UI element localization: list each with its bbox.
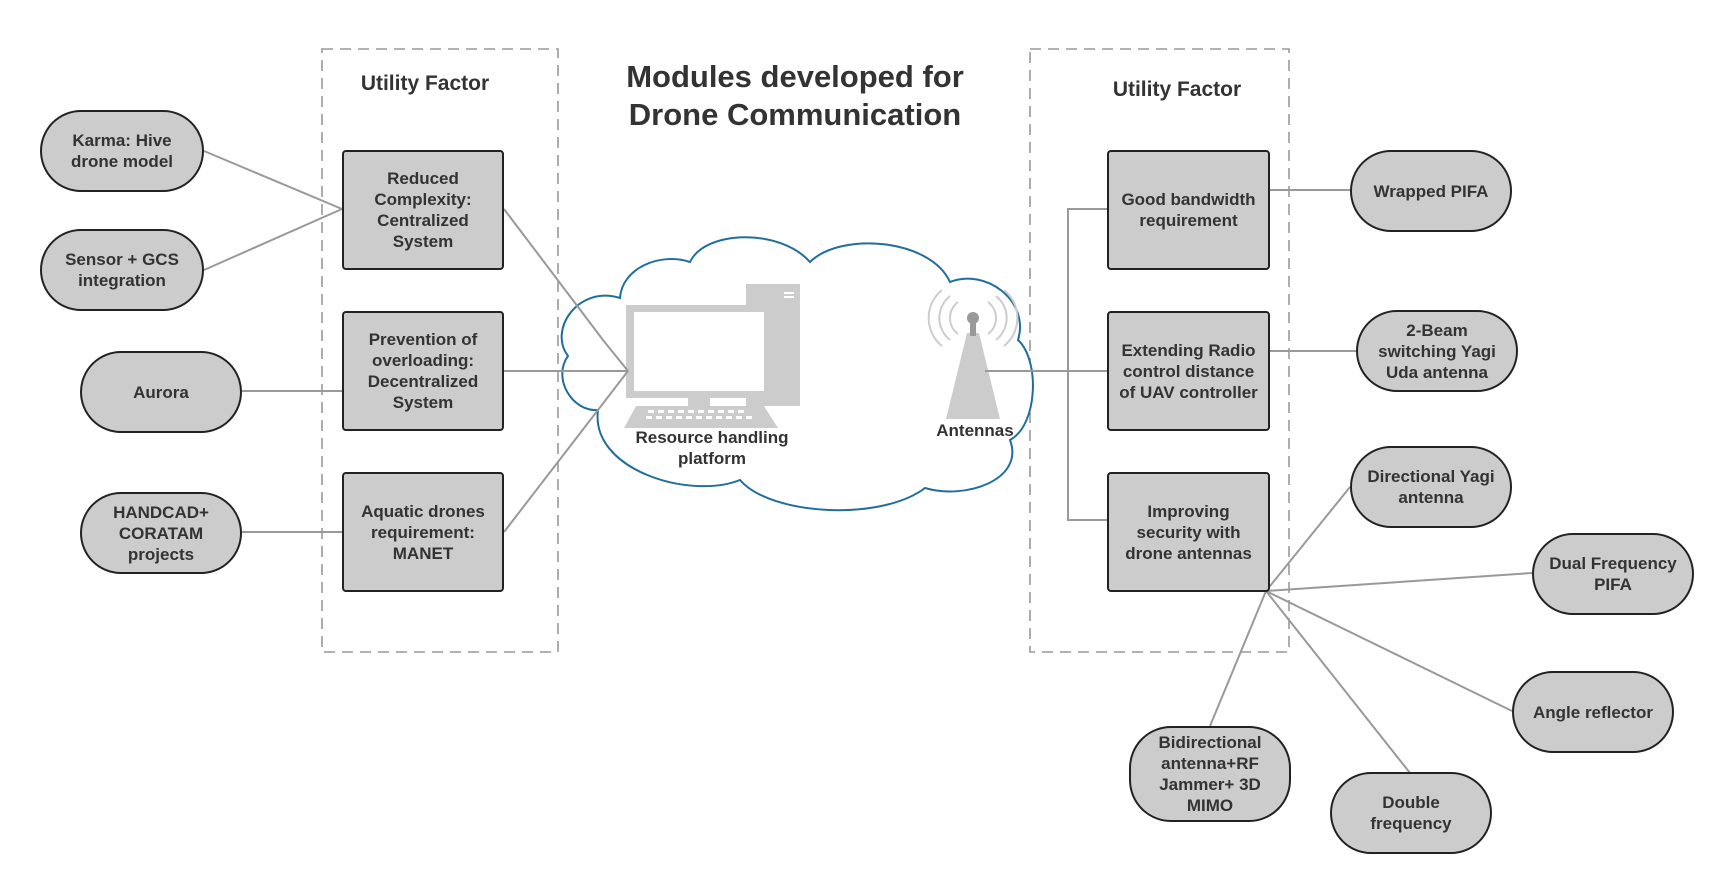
connector-security-to-double-frequency	[1265, 590, 1411, 774]
project-handcad-coratam[interactable]: HANDCAD+ CORATAM projects	[80, 492, 242, 574]
factor-good-bandwidth[interactable]: Good bandwidth requirement	[1107, 150, 1270, 270]
antennas-label: Antennas	[936, 421, 1014, 440]
connector-platform-link	[602, 339, 629, 372]
diagram-title: Modules developed for Drone Communicatio…	[626, 59, 964, 132]
computer-icon	[624, 284, 800, 428]
antenna-bidirectional-rf-jammer-mimo[interactable]: Bidirectional antenna+RF Jammer+ 3D MIMO	[1129, 726, 1291, 822]
factor-prevention-of-overloading[interactable]: Prevention of overloading: Decentralized…	[342, 311, 504, 431]
factor-aquatic-drones[interactable]: Aquatic drones requirement: MANET	[342, 472, 504, 592]
project-aurora[interactable]: Aurora	[80, 351, 242, 433]
right-utility-factor-label: Utility Factor	[1112, 78, 1242, 101]
connector-security-to-angle-reflector	[1265, 590, 1513, 712]
connector-security-to-dual-frequency	[1265, 572, 1533, 592]
connector-sensor-to-reduced	[203, 208, 343, 271]
connector-security-to-directional-yagi	[1265, 486, 1351, 592]
connector-reduced-to-platform	[503, 208, 604, 341]
connector-aquatic-to-platform	[503, 370, 629, 533]
factor-improving-security[interactable]: Improving security with drone antennas	[1107, 472, 1270, 592]
antenna-directional-yagi[interactable]: Directional Yagi antenna	[1350, 446, 1512, 528]
connector-factor-bracket	[1067, 208, 1107, 521]
antenna-2-beam-yagi-uda[interactable]: 2-Beam switching Yagi Uda antenna	[1356, 310, 1518, 392]
left-utility-factor-label: Utility Factor	[360, 72, 490, 95]
connector-security-to-bidirectional	[1209, 590, 1267, 727]
platform-label: Resource handling platform	[635, 428, 789, 468]
antenna-wrapped-pifa[interactable]: Wrapped PIFA	[1350, 150, 1512, 232]
left-utility-group-frame	[321, 48, 559, 653]
connector-karma-to-reduced	[203, 150, 343, 210]
antenna-angle-reflector[interactable]: Angle reflector	[1512, 671, 1674, 753]
factor-reduced-complexity[interactable]: Reduced Complexity: Centralized System	[342, 150, 504, 270]
project-karma-hive[interactable]: Karma: Hive drone model	[40, 110, 204, 192]
antenna-double-frequency[interactable]: Double frequency	[1330, 772, 1492, 854]
factor-extending-radio-control[interactable]: Extending Radio control distance of UAV …	[1107, 311, 1270, 431]
project-sensor-gcs[interactable]: Sensor + GCS integration	[40, 229, 204, 311]
antenna-tower-icon	[927, 289, 1019, 419]
antenna-dual-frequency-pifa[interactable]: Dual Frequency PIFA	[1532, 533, 1694, 615]
